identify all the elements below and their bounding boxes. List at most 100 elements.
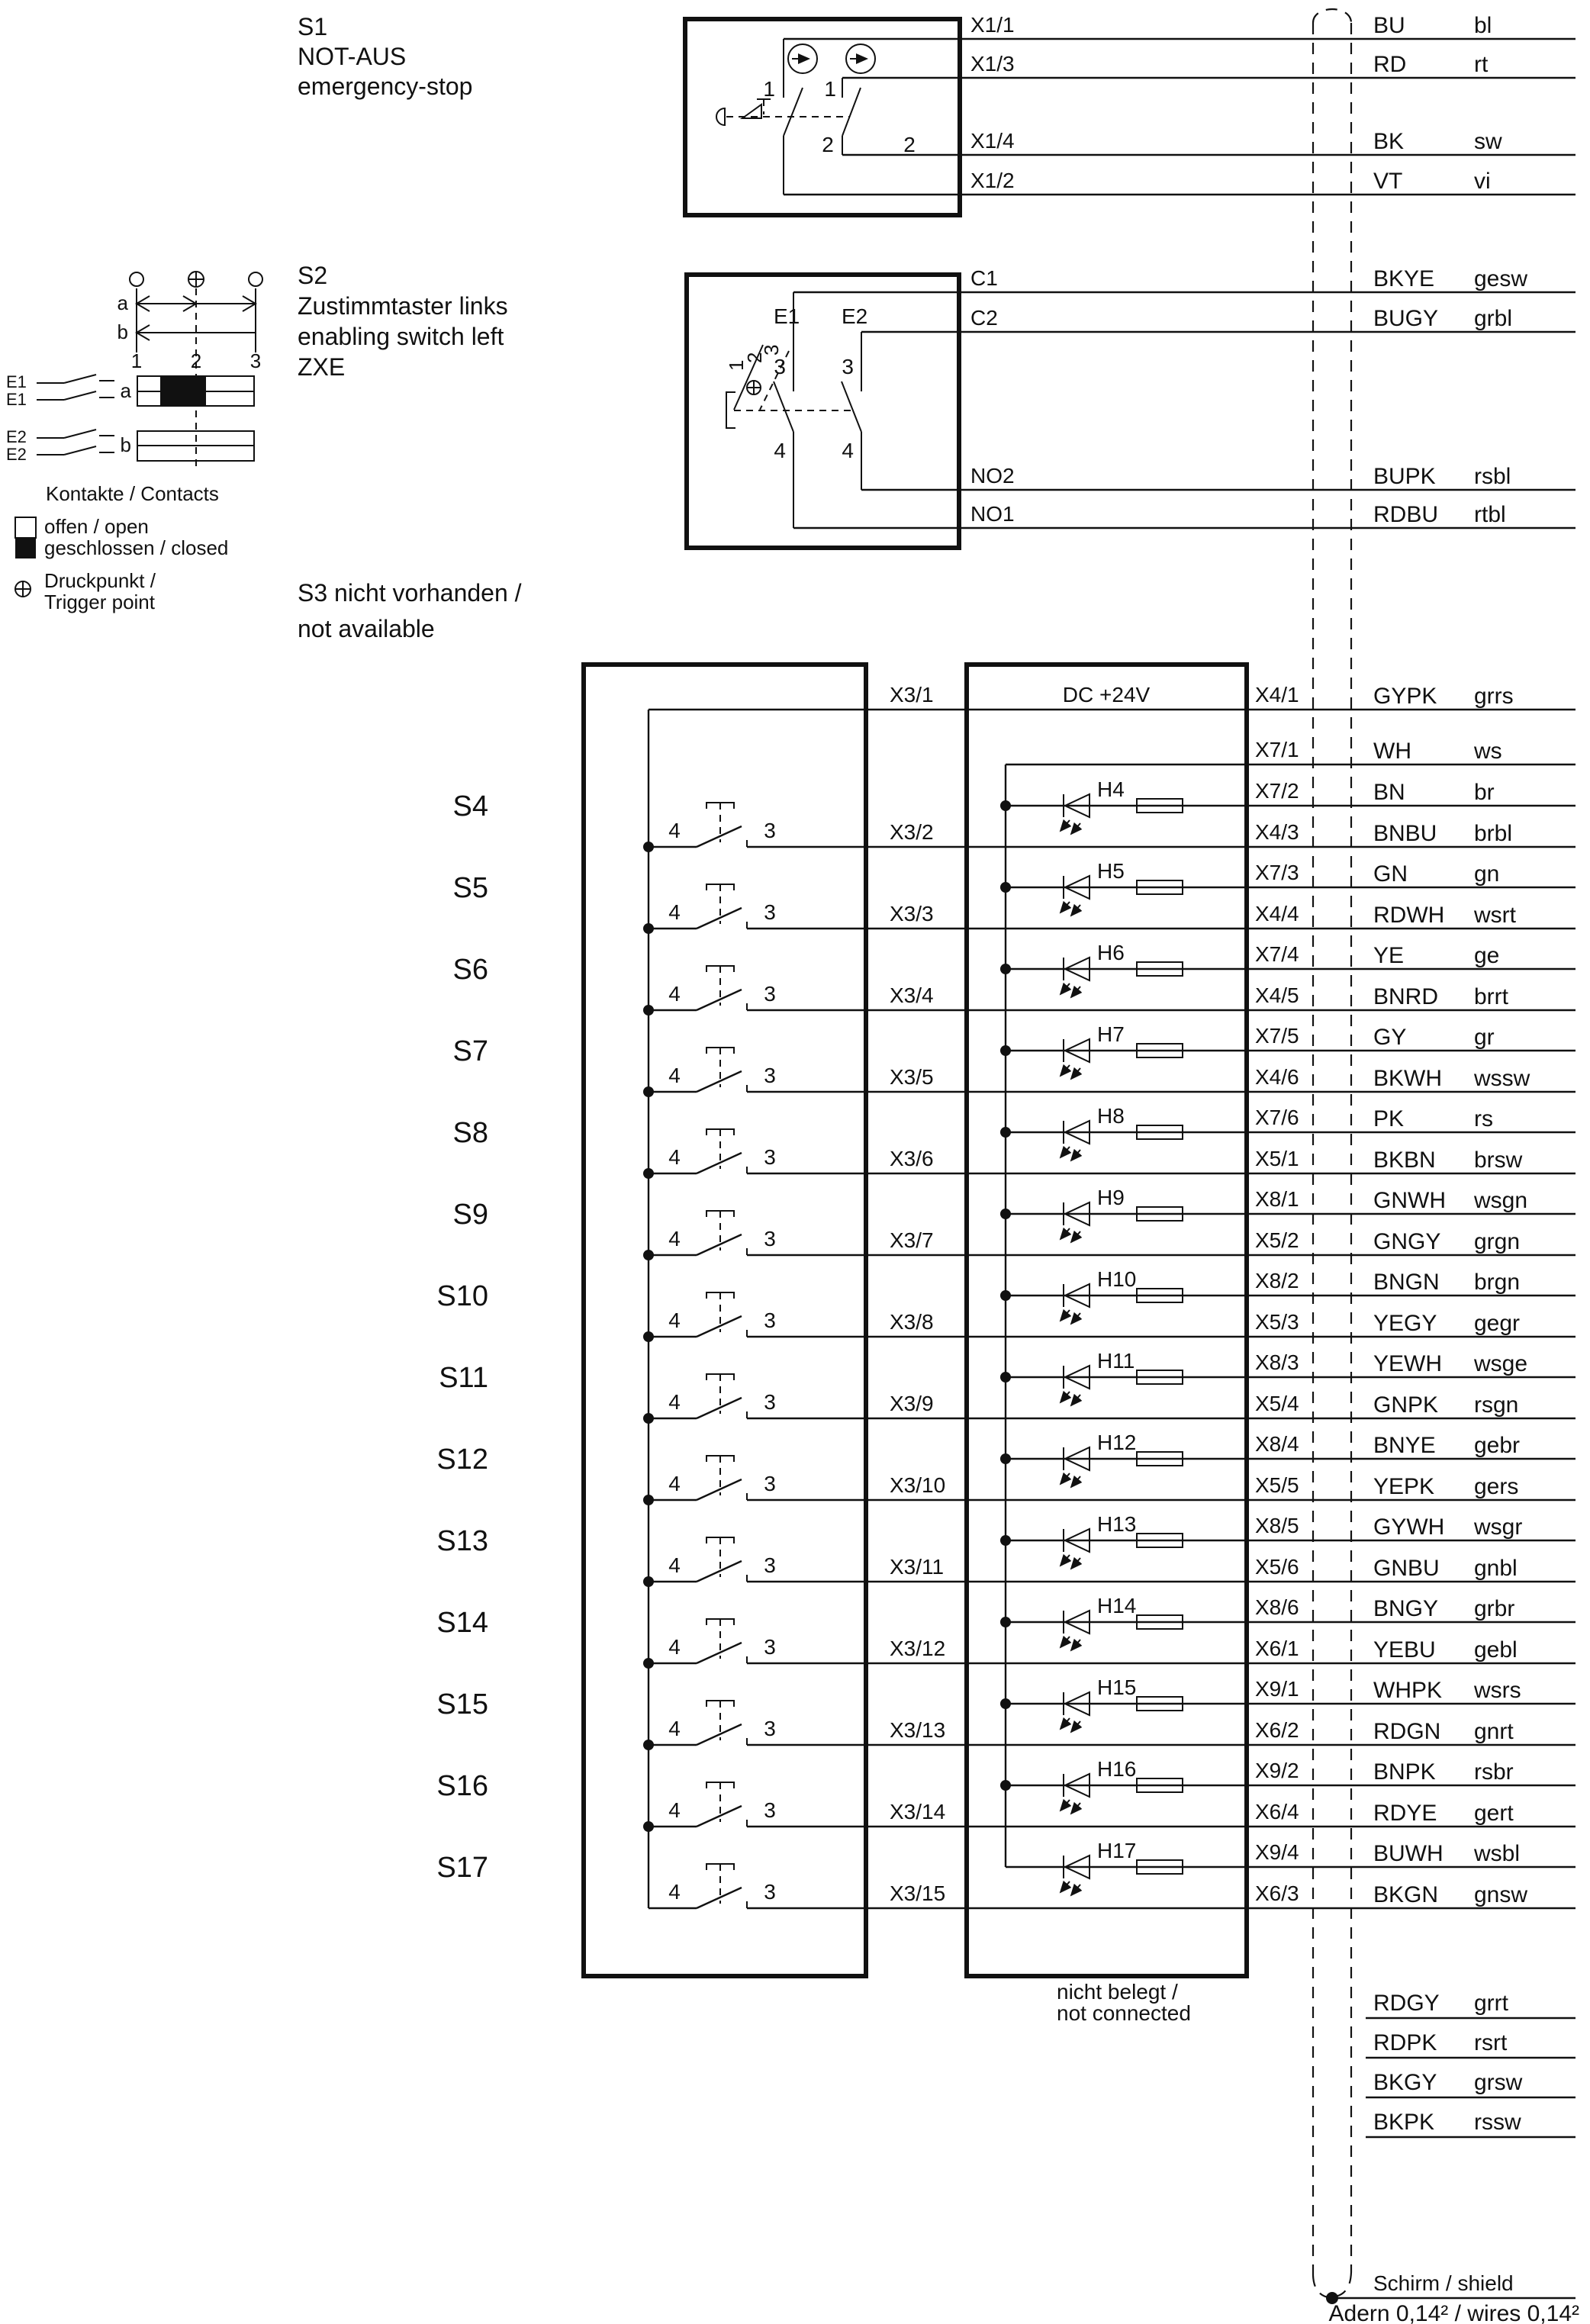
wire-color-abbr: rs: [1474, 1106, 1493, 1131]
led-light-arrow: [1070, 1883, 1083, 1897]
wire-color-abbr: rsbl: [1474, 464, 1511, 489]
wire-color-code: BKGY: [1373, 2070, 1437, 2095]
led-id-label: H11: [1097, 1349, 1135, 1373]
s1-contacts: [783, 39, 876, 195]
wire-color-code: BKPK: [1373, 2110, 1434, 2135]
switch-id-label: S10: [436, 1280, 488, 1312]
contact-blade: [696, 1723, 742, 1746]
wire-color-abbr: wsbl: [1473, 1841, 1520, 1866]
wire-color-abbr: rssw: [1474, 2110, 1521, 2135]
wire-color-abbr: brrt: [1474, 984, 1509, 1009]
led-light-arrow: [1059, 1472, 1072, 1485]
led-box: [964, 662, 1249, 1978]
led-icon: [1063, 1038, 1090, 1064]
terminal-label: X7/5: [1255, 1024, 1299, 1048]
wire-color-code: BKGN: [1373, 1882, 1438, 1907]
s2-title-de: Zustimmtaster links: [298, 292, 508, 320]
s1-terminal-1b: 1: [824, 77, 836, 101]
wire-color-abbr: gnrt: [1474, 1719, 1514, 1744]
legend-e2-a: E1: [6, 390, 27, 409]
led-id-label: H6: [1097, 941, 1125, 964]
wire-color-code: BKYE: [1373, 266, 1434, 291]
terminal-label: X1/4: [970, 129, 1015, 153]
wire-color-code: GNGY: [1373, 1229, 1440, 1254]
wire-color-abbr: gnbl: [1474, 1556, 1518, 1581]
legend-trigger-en: Trigger point: [44, 591, 156, 613]
junction-dot: [1000, 800, 1011, 811]
led-light-arrow: [1070, 1720, 1083, 1733]
wire-color-code: YEWH: [1373, 1351, 1442, 1376]
legend-e1-b: E2: [6, 427, 27, 446]
x7-1-label: X7/1: [1255, 738, 1299, 761]
led-light-arrow: [1070, 1067, 1083, 1080]
terminal-label: X7/6: [1255, 1106, 1299, 1129]
wire-color-code: RD: [1373, 52, 1406, 77]
led-id-label: H8: [1097, 1104, 1125, 1128]
contact-terminal-3: 3: [764, 1064, 776, 1087]
resistor-icon: [1136, 1451, 1183, 1466]
wire-color-abbr: wsgr: [1473, 1514, 1522, 1540]
contact-terminal-4: 4: [668, 1880, 681, 1904]
led-light-arrow: [1059, 1880, 1072, 1894]
resistor-icon: [1136, 1614, 1183, 1630]
terminal-label: X8/3: [1255, 1350, 1299, 1374]
terminal-label: X4/6: [1255, 1065, 1299, 1089]
led-icon: [1063, 1772, 1090, 1798]
junction-dot: [1000, 1209, 1011, 1219]
wire-color-code: BNYE: [1373, 1433, 1436, 1458]
wire-color-abbr: grgn: [1474, 1229, 1520, 1254]
wire-color-abbr: br: [1474, 780, 1495, 805]
wire-color-abbr: grrt: [1474, 1991, 1509, 2016]
junction-dot: [643, 1250, 654, 1260]
wire-color-abbr: gebr: [1474, 1433, 1520, 1458]
junction-dot: [1000, 1535, 1011, 1546]
led-id-label: H4: [1097, 777, 1125, 801]
contact-terminal-4: 4: [668, 1717, 681, 1740]
terminal-label: X5/3: [1255, 1310, 1299, 1334]
not-connected-en: not connected: [1057, 2001, 1191, 2025]
junction-dot: [643, 1005, 654, 1016]
s2-terminal-3b: 3: [842, 355, 854, 378]
wire-color-abbr: rt: [1474, 52, 1489, 77]
x3-terminal-label: X3/11: [890, 1555, 944, 1579]
s2-terminal-3a: 3: [774, 355, 786, 378]
wire-color-code: YE: [1373, 943, 1404, 968]
contact-terminal-3: 3: [764, 900, 776, 924]
s1-title-en: emergency-stop: [298, 72, 472, 100]
terminal-label: X7/4: [1255, 942, 1299, 966]
x3-terminal-label: X3/3: [890, 902, 934, 925]
contact-terminal-3: 3: [764, 1635, 776, 1659]
travel-pos-3: 3: [250, 349, 261, 372]
resistor-icon: [1136, 1859, 1183, 1875]
led-id-label: H9: [1097, 1186, 1125, 1209]
terminal-label: X7/2: [1255, 779, 1299, 803]
wire-color-abbr: grbl: [1474, 306, 1512, 331]
terminal-label: X1/1: [970, 13, 1015, 37]
junction-dot: [1000, 1045, 1011, 1056]
terminal-label: X4/5: [1255, 983, 1299, 1007]
wire-color-code: RDYE: [1373, 1801, 1437, 1826]
wire-color-abbr: wsrs: [1473, 1678, 1521, 1703]
s2-pos-2: 2: [743, 352, 766, 363]
wire-color-abbr: wsrt: [1473, 903, 1517, 928]
contact-terminal-3: 3: [764, 1880, 776, 1904]
terminal-label: X8/5: [1255, 1514, 1299, 1537]
x3-terminal-label: X3/9: [890, 1392, 934, 1415]
x3-terminal-label: X3/8: [890, 1310, 934, 1334]
wire-color-code: RDWH: [1373, 903, 1444, 928]
s3-note-de: S3 nicht vorhanden /: [298, 579, 522, 607]
led-id-label: H10: [1097, 1267, 1136, 1291]
wire-color-abbr: vi: [1474, 169, 1491, 194]
wire-color-abbr: wsgn: [1473, 1188, 1527, 1213]
wire-color-code: BNGN: [1373, 1270, 1440, 1295]
contact-terminal-4: 4: [668, 1145, 681, 1169]
switch-id-label: S8: [453, 1117, 488, 1149]
s2-terminal-4a: 4: [774, 439, 786, 462]
contact-blade: [696, 1478, 742, 1502]
legend-trigger-de: Druckpunkt /: [44, 569, 156, 592]
junction-dot: [1000, 1127, 1011, 1138]
contact-blade: [696, 1396, 742, 1420]
wire-color-code: RDBU: [1373, 502, 1438, 527]
wire-color-abbr: gert: [1474, 1801, 1514, 1826]
contact-terminal-3: 3: [764, 1798, 776, 1822]
